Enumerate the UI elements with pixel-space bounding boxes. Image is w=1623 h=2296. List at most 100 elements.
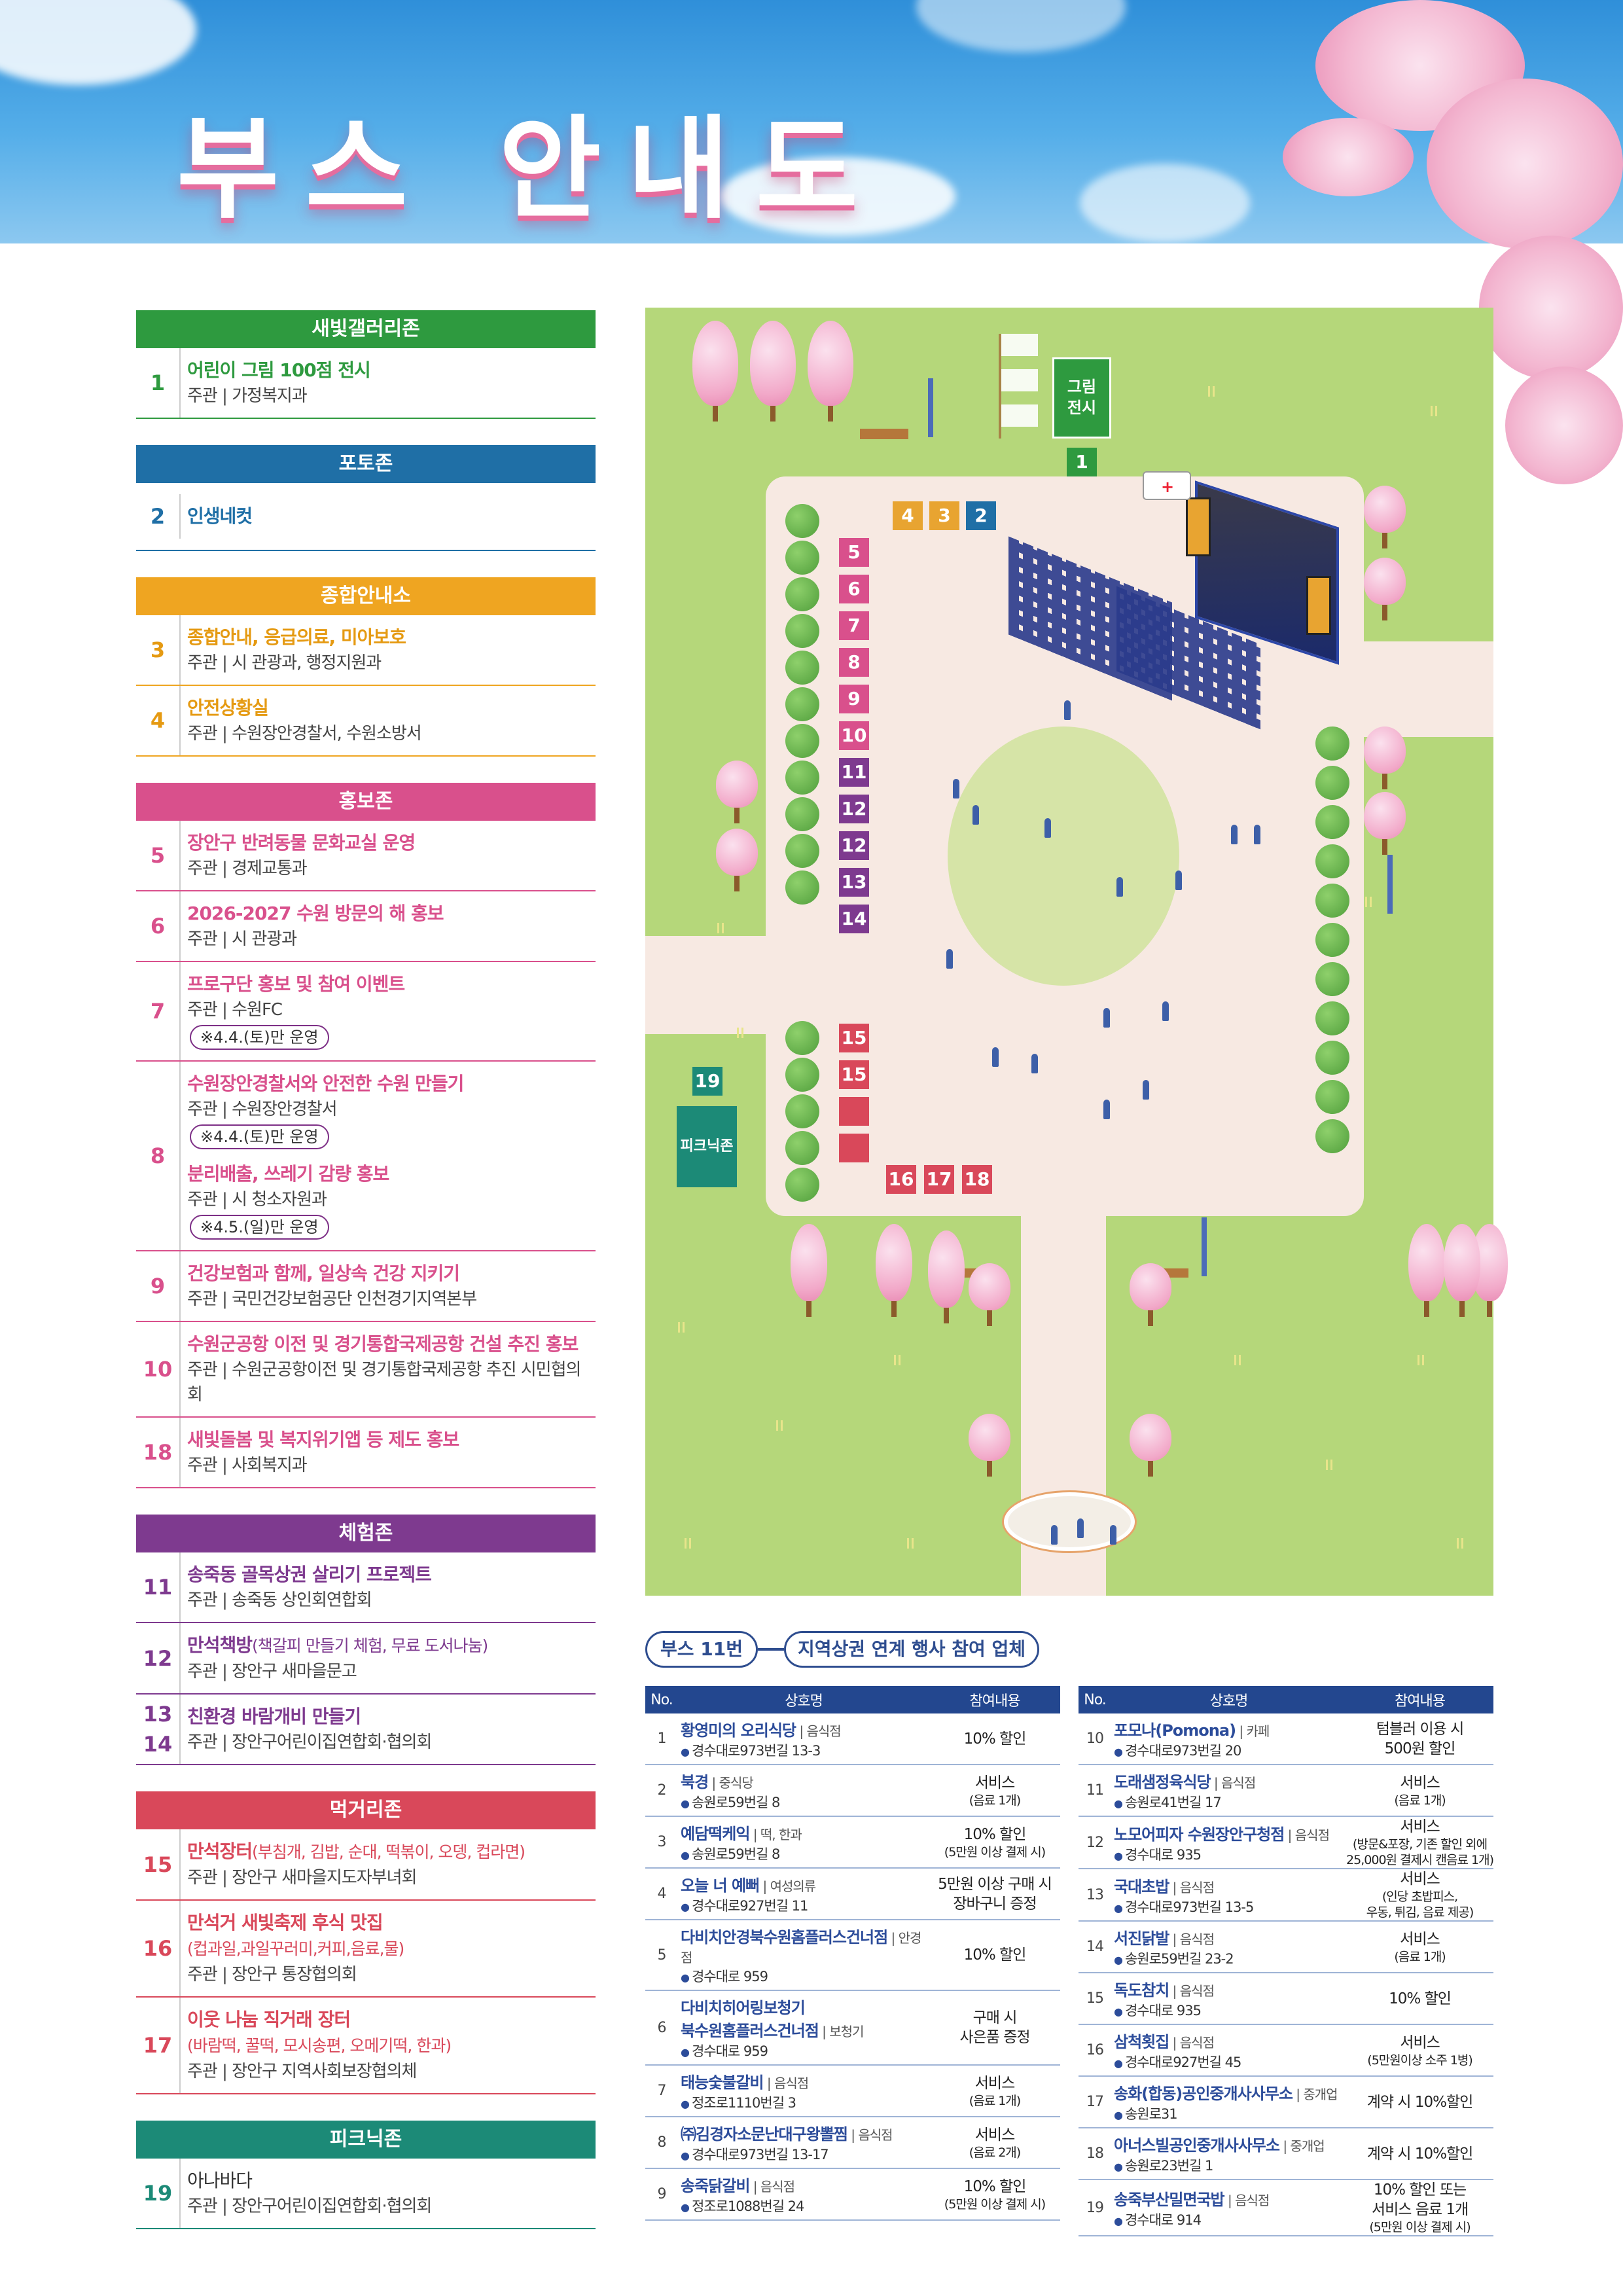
benefit-text: 10% 할인 또는 서비스 음료 1개 (1371, 2181, 1469, 2218)
store-number: 14 (1079, 1921, 1111, 1973)
store-benefit: 10% 할인 (1346, 1973, 1493, 2025)
store-address: 정조로1110번길 3 (681, 2092, 927, 2112)
person-icon (1044, 818, 1051, 838)
booth-number: 18 (143, 1440, 173, 1465)
booth-host: 주관 | 시 청소자원과 (187, 1190, 327, 1210)
bench (860, 429, 908, 439)
booth-entry: 만석장터(부침개, 김밥, 순대, 떡볶이, 오뎅, 컵라면)주관 | 장안구 … (187, 1836, 596, 1893)
booth-body: 이웃 나눔 직거래 장터(바람떡, 꿀떡, 모시송편, 오메기떡, 한과)주관 … (179, 1998, 596, 2093)
store-name-line: ㈜김경자소문난대구왕뽈찜 | 음식점 (681, 2121, 927, 2144)
store-name: 국대초밥 (1114, 1877, 1169, 1896)
lamp-icon (928, 378, 933, 437)
store-number: 4 (645, 1868, 678, 1920)
store-category: | 음식점 (796, 1723, 841, 1739)
booth-marker-gallery: 1 (1067, 448, 1097, 476)
benefit-condition: (방문&포장, 기존 할인 외에 25,000원 결제시 캔음료 1개) (1346, 1837, 1494, 1867)
booth-title: 새빛돌봄 및 복지위기앱 등 제도 홍보 (187, 1429, 459, 1450)
store-number: 2 (645, 1765, 678, 1817)
store-category: | 음식점 (763, 2075, 809, 2091)
cherry-tree-icon (969, 1414, 1010, 1461)
store-name-line: 삼척횟집 | 음식점 (1114, 2029, 1344, 2052)
store-category: | 음식점 (1169, 1931, 1215, 1947)
store-category: | 중개업 (1279, 2138, 1325, 2154)
booth-marker-bottom: 17 (924, 1165, 954, 1194)
booth-host: 주관 | 시 관광과, 행정지원과 (187, 653, 382, 673)
column-header-benefit: 참여내용 (929, 1686, 1060, 1713)
store-cell: 예담떡케익 | 떡, 한과송원로59번길 8 (678, 1816, 929, 1869)
store-name-line: 도래샘정육식당 | 음식점 (1114, 1769, 1344, 1792)
cherry-tree-icon (876, 1224, 912, 1301)
store-number: 15 (1079, 1973, 1111, 2025)
shrub-icon (1315, 962, 1349, 996)
booth-body: 만석장터(부침개, 김밥, 순대, 떡볶이, 오뎅, 컵라면)주관 | 장안구 … (179, 1829, 596, 1899)
booth-title-detail: (바람떡, 꿀떡, 모시송편, 오메기떡, 한과) (187, 2036, 452, 2055)
shrub-icon (785, 761, 819, 795)
shrub-icon (785, 797, 819, 831)
store-category: | 음식점 (1169, 1879, 1215, 1895)
cherry-tree-icon (1364, 486, 1406, 533)
store-benefit: 계약 시 10%할인 (1346, 2128, 1493, 2180)
tree-trunk (1459, 1297, 1465, 1317)
cherry-tree-icon (716, 761, 758, 808)
store-cell: 아너스빌공인중개사사무소 | 중개업송원로23번길 1 (1111, 2128, 1347, 2180)
store-category: | 보청기 (818, 2024, 864, 2039)
lamp-icon (1387, 855, 1393, 914)
store-benefit: 10% 할인(5만원 이상 결제 시) (929, 1816, 1060, 1869)
store-address: 경수대로 959 (681, 2041, 927, 2060)
booth-host: 주관 | 경제교통과 (187, 859, 308, 878)
booth-host: 주관 | 장안구 새마을문고 (187, 1662, 357, 1681)
store-cell: 포모나(Pomona) | 카페경수대로973번길 20 (1111, 1713, 1347, 1765)
store-address: 경수대로 959 (681, 1966, 927, 1986)
tree-trunk (1382, 770, 1387, 789)
benefit-text: 서비스 (1400, 2034, 1440, 2051)
shrub-icon (1315, 923, 1349, 957)
benefit-text: 서비스 (1400, 1871, 1440, 1888)
booth-title-detail: (컵과일,과일꾸러미,커피,음료,물) (187, 1939, 404, 1958)
booth-marker-left: 14 (839, 905, 869, 933)
booth-title: 어린이 그림 100점 전시 (187, 359, 371, 381)
booth-number: 6 (150, 914, 166, 939)
store-name-line: 독도참치 | 음식점 (1114, 1977, 1344, 2000)
store-cell: 도래샘정육식당 | 음식점송원로41번길 17 (1111, 1765, 1347, 1817)
store-name-line: 서진닭발 | 음식점 (1114, 1926, 1344, 1948)
grass-tuft (1365, 897, 1372, 907)
booth-title: 수원군공항 이전 및 경기통합국제공항 건설 추진 홍보 (187, 1333, 579, 1355)
booth-number: 3 (150, 637, 166, 662)
shrub-icon (1315, 766, 1349, 800)
person-icon (1116, 877, 1123, 897)
shrub-icon (1315, 1041, 1349, 1075)
legend-connector (758, 1648, 784, 1651)
store-benefit: 텀블러 이용 시 500원 할인 (1346, 1713, 1493, 1765)
benefit-text: 구매 시 사은품 증정 (959, 2009, 1030, 2046)
person-icon (1162, 1001, 1169, 1021)
booth-marker-left: 8 (839, 648, 869, 677)
operating-note: ※4.4.(토)만 운영 (190, 1025, 329, 1050)
store-address: 송원로59번길 8 (681, 1792, 927, 1812)
booth-host: 주관 | 수원장안경찰서 (187, 1100, 338, 1119)
column-header-no: No. (1079, 1686, 1111, 1713)
person-icon (1231, 825, 1238, 844)
tree-trunk (828, 402, 833, 422)
store-address: 경수대로 914 (1114, 2210, 1344, 2229)
